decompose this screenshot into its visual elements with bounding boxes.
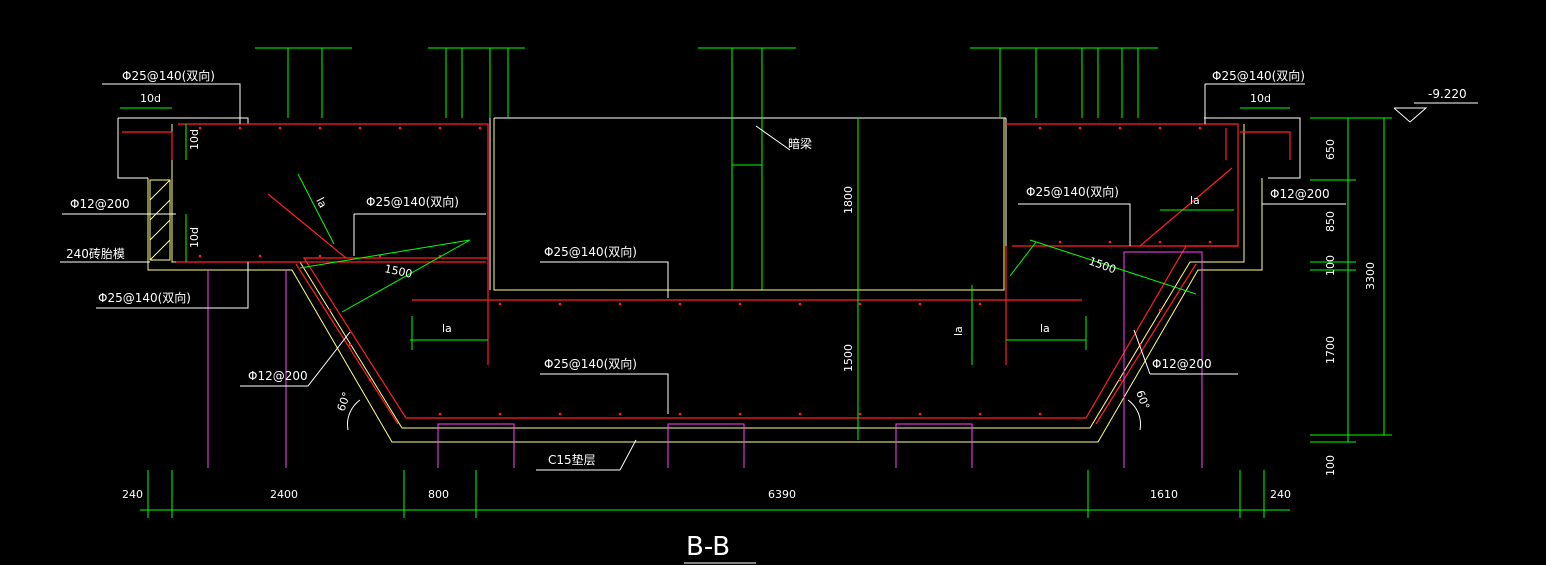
dim-bottom-1: 240 bbox=[122, 488, 143, 501]
elevation-mark: -9.220 bbox=[1428, 87, 1467, 101]
depth-lower: 1500 bbox=[842, 344, 855, 372]
angle-label-left: 60° bbox=[335, 390, 354, 413]
la-label-4: la bbox=[952, 326, 965, 336]
la-label-2: la bbox=[442, 322, 452, 335]
brick-wall-hatch bbox=[149, 179, 171, 261]
column-stubs bbox=[255, 47, 1158, 290]
brick-wall-label: 240砖胎模 bbox=[66, 246, 125, 261]
depth-upper: 1800 bbox=[842, 186, 855, 214]
rebar-label-center-upper: Φ25@140(双向) bbox=[544, 244, 637, 259]
dimension-lines bbox=[120, 107, 1392, 518]
dim-bottom-6: 240 bbox=[1270, 488, 1291, 501]
hidden-beam-label: 暗梁 bbox=[788, 136, 812, 151]
anchor-10d-left: 10d bbox=[140, 92, 161, 105]
piles bbox=[207, 251, 1203, 468]
dim-right-2: 850 bbox=[1324, 211, 1337, 232]
cushion-outline bbox=[147, 118, 1263, 443]
slope-length-right: 1500 bbox=[1087, 255, 1118, 277]
dim-bottom-3: 800 bbox=[428, 488, 449, 501]
rebar-label-mid-right: Φ25@140(双向) bbox=[1026, 184, 1119, 199]
dim-right-3: 100 bbox=[1324, 255, 1337, 276]
rebar-label-top-right: Φ25@140(双向) bbox=[1212, 68, 1305, 83]
anchor-10d-vertical-2: 10d bbox=[188, 227, 201, 248]
dim-bottom-5: 1610 bbox=[1150, 488, 1178, 501]
leader-lines bbox=[60, 83, 1478, 564]
slope-length-left: 1500 bbox=[383, 262, 413, 281]
dim-bottom-4: 6390 bbox=[768, 488, 796, 501]
concrete-outline bbox=[117, 117, 1301, 290]
stirrup-label-right: Φ12@200 bbox=[1270, 187, 1330, 201]
rebar-label-top-left: Φ25@140(双向) bbox=[122, 68, 215, 83]
angle-label-right: 60° bbox=[1133, 389, 1152, 412]
dim-right-4: 1700 bbox=[1324, 336, 1337, 364]
rebar-label-bottom-left: Φ25@140(双向) bbox=[98, 290, 191, 305]
rebar-label-mid-left: Φ25@140(双向) bbox=[366, 194, 459, 209]
dim-right-5: 100 bbox=[1324, 455, 1337, 476]
rebar-lines bbox=[122, 123, 1291, 425]
dim-bottom-2: 2400 bbox=[270, 488, 298, 501]
stirrup-label-slope-left: Φ12@200 bbox=[248, 369, 308, 383]
anchor-10d-vertical-1: 10d bbox=[188, 129, 201, 150]
dim-right-6: 3300 bbox=[1364, 262, 1377, 290]
anchor-10d-right: 10d bbox=[1250, 92, 1271, 105]
la-label-3: la bbox=[1040, 322, 1050, 335]
rebar-label-center-lower: Φ25@140(双向) bbox=[544, 356, 637, 371]
stirrup-label-slope-right: Φ12@200 bbox=[1152, 357, 1212, 371]
stirrup-label-left: Φ12@200 bbox=[70, 197, 130, 211]
rebar-dots bbox=[198, 126, 1212, 416]
section-title: B-B bbox=[686, 532, 730, 562]
angle-arcs bbox=[347, 399, 1141, 431]
dim-right-1: 650 bbox=[1324, 139, 1337, 160]
cushion-label: C15垫层 bbox=[548, 452, 596, 467]
la-label-5: la bbox=[1190, 194, 1200, 207]
